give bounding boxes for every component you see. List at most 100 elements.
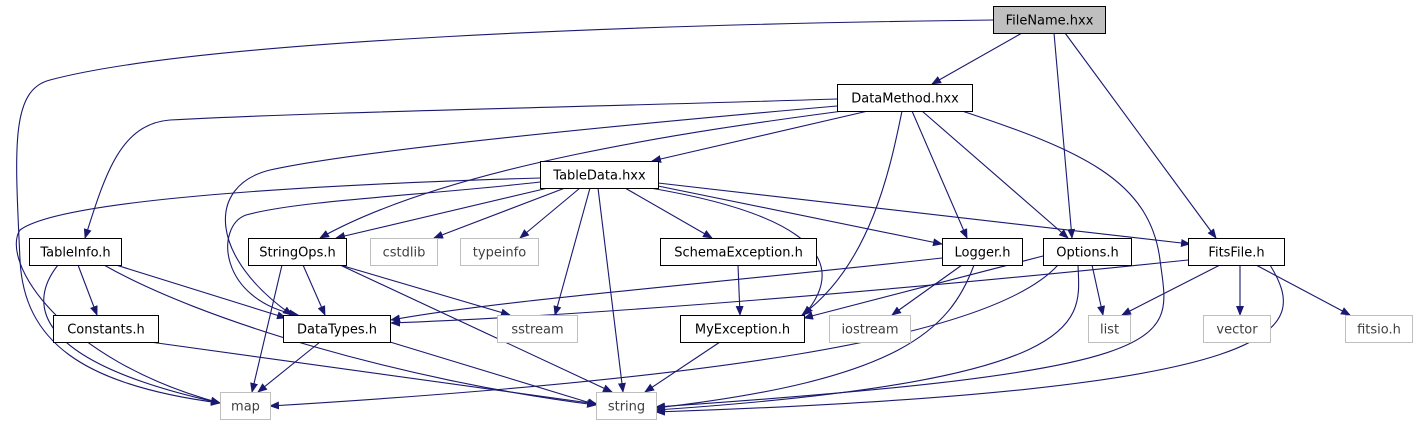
node-tableinfo[interactable]: TableInfo.h bbox=[29, 238, 122, 266]
node-vector[interactable]: vector bbox=[1203, 315, 1271, 343]
edge-stringops-to-sstream bbox=[339, 264, 511, 317]
edge-fitsfile-to-fitsio bbox=[1255, 264, 1351, 316]
node-label-cstdlib: cstdlib bbox=[383, 246, 426, 261]
edge-tabledata-to-logger bbox=[657, 185, 943, 247]
node-logger[interactable]: Logger.h bbox=[942, 238, 1023, 266]
edges-layer bbox=[15, 19, 1351, 416]
edge-filename-to-options bbox=[1053, 32, 1076, 239]
node-datamethod[interactable]: DataMethod.hxx bbox=[837, 84, 973, 112]
node-label-options: Options.h bbox=[1056, 246, 1119, 261]
edge-stringops-to-string bbox=[339, 264, 613, 393]
edge-datamethod-to-myexception bbox=[801, 110, 903, 316]
edge-fitsfile-to-list bbox=[1121, 264, 1221, 316]
node-box-fitsfile bbox=[1188, 238, 1285, 266]
edge-myexception-to-string bbox=[644, 341, 721, 393]
node-box-vector bbox=[1203, 315, 1271, 343]
edge-filename-to-datamethod bbox=[931, 32, 1023, 85]
edge-tabledata-to-typeinfo bbox=[519, 187, 581, 239]
node-label-datamethod: DataMethod.hxx bbox=[851, 92, 959, 107]
edge-options-to-string bbox=[655, 264, 1080, 414]
node-box-filename bbox=[993, 6, 1106, 34]
node-constants[interactable]: Constants.h bbox=[53, 315, 159, 343]
node-label-tabledata: TableData.hxx bbox=[552, 169, 646, 184]
edge-datamethod-to-tableinfo bbox=[83, 98, 838, 239]
node-typeinfo[interactable]: typeinfo bbox=[460, 238, 539, 266]
node-label-stringops: StringOps.h bbox=[259, 246, 335, 261]
edge-options-to-myexception bbox=[803, 255, 1044, 320]
node-box-logger bbox=[942, 238, 1023, 266]
edge-logger-to-string bbox=[655, 264, 975, 411]
node-box-options bbox=[1043, 238, 1132, 266]
node-label-list: list bbox=[1100, 323, 1119, 338]
node-label-myexception: MyException.h bbox=[695, 323, 790, 338]
edge-logger-to-datatypes bbox=[390, 257, 943, 323]
node-label-vector: vector bbox=[1216, 323, 1258, 338]
node-box-constants bbox=[53, 315, 159, 343]
node-myexception[interactable]: MyException.h bbox=[680, 315, 805, 343]
edge-fitsfile-to-datatypes bbox=[390, 259, 1189, 327]
edge-tabledata-to-string bbox=[597, 187, 626, 393]
edge-datatypes-to-string bbox=[389, 341, 598, 407]
edge-stringops-to-datatypes bbox=[302, 264, 326, 316]
node-label-typeinfo: typeinfo bbox=[473, 246, 526, 261]
node-filename[interactable]: FileName.hxx bbox=[993, 6, 1106, 34]
edge-tabledata-to-stringops bbox=[335, 187, 549, 240]
node-label-tableinfo: TableInfo.h bbox=[39, 246, 110, 261]
node-box-cstdlib bbox=[370, 238, 438, 266]
node-fitsfile[interactable]: FitsFile.h bbox=[1188, 238, 1285, 266]
edge-datamethod-to-options bbox=[921, 110, 1069, 239]
node-box-datamethod bbox=[837, 84, 973, 112]
node-label-fitsio: fitsio.h bbox=[1357, 323, 1401, 338]
edge-datamethod-to-tabledata bbox=[651, 110, 869, 163]
edge-tableinfo-to-constants bbox=[77, 264, 98, 316]
node-label-fitsfile: FitsFile.h bbox=[1208, 246, 1264, 261]
node-box-stringops bbox=[248, 238, 347, 266]
edge-tabledata-to-fitsfile bbox=[657, 182, 1191, 247]
nodes-layer: FileName.hxxDataMethod.hxxTableData.hxxT… bbox=[29, 6, 1413, 420]
edge-stringops-to-map bbox=[250, 264, 283, 393]
node-label-datatypes: DataTypes.h bbox=[297, 323, 377, 338]
node-string[interactable]: string bbox=[596, 392, 657, 420]
node-label-iostream: iostream bbox=[841, 323, 898, 338]
edge-filename-to-fitsfile bbox=[1064, 32, 1217, 239]
node-box-tableinfo bbox=[29, 238, 122, 266]
node-box-iostream bbox=[829, 315, 911, 343]
node-map[interactable]: map bbox=[220, 392, 271, 420]
node-iostream[interactable]: iostream bbox=[829, 315, 911, 343]
node-box-myexception bbox=[680, 315, 805, 343]
node-box-tabledata bbox=[540, 161, 659, 189]
edge-datatypes-to-map bbox=[257, 341, 321, 393]
node-label-sstream: sstream bbox=[511, 323, 563, 338]
node-box-string bbox=[596, 392, 657, 420]
edge-tabledata-to-schemaexception bbox=[624, 187, 713, 239]
node-box-typeinfo bbox=[460, 238, 539, 266]
node-options[interactable]: Options.h bbox=[1043, 238, 1132, 266]
node-schemaexception[interactable]: SchemaException.h bbox=[660, 238, 817, 266]
edge-options-to-map bbox=[269, 264, 1059, 410]
node-sstream[interactable]: sstream bbox=[497, 315, 578, 343]
edge-constants-to-string bbox=[149, 341, 598, 407]
node-box-fitsio bbox=[1345, 315, 1413, 343]
node-stringops[interactable]: StringOps.h bbox=[248, 238, 347, 266]
node-label-map: map bbox=[231, 400, 260, 415]
node-label-constants: Constants.h bbox=[67, 323, 145, 338]
edge-tabledata-to-cstdlib bbox=[433, 187, 566, 239]
node-fitsio[interactable]: fitsio.h bbox=[1345, 315, 1413, 343]
edge-fitsfile-to-string bbox=[655, 264, 1284, 416]
node-box-map bbox=[220, 392, 271, 420]
edge-datamethod-to-datatypes bbox=[224, 105, 838, 316]
node-tabledata[interactable]: TableData.hxx bbox=[540, 161, 659, 189]
edge-datamethod-to-logger bbox=[911, 110, 968, 239]
node-label-schemaexception: SchemaException.h bbox=[674, 246, 803, 261]
node-box-schemaexception bbox=[660, 238, 817, 266]
node-list[interactable]: list bbox=[1088, 315, 1131, 343]
node-datatypes[interactable]: DataTypes.h bbox=[283, 315, 391, 343]
node-box-sstream bbox=[497, 315, 578, 343]
edge-tabledata-to-datatypes bbox=[227, 181, 541, 318]
edge-schemaexception-to-myexception bbox=[735, 264, 744, 316]
node-box-list bbox=[1088, 315, 1131, 343]
node-box-datatypes bbox=[283, 315, 391, 343]
edge-tabledata-to-map bbox=[15, 177, 541, 405]
node-cstdlib[interactable]: cstdlib bbox=[370, 238, 438, 266]
edge-datamethod-to-string bbox=[655, 110, 1165, 411]
